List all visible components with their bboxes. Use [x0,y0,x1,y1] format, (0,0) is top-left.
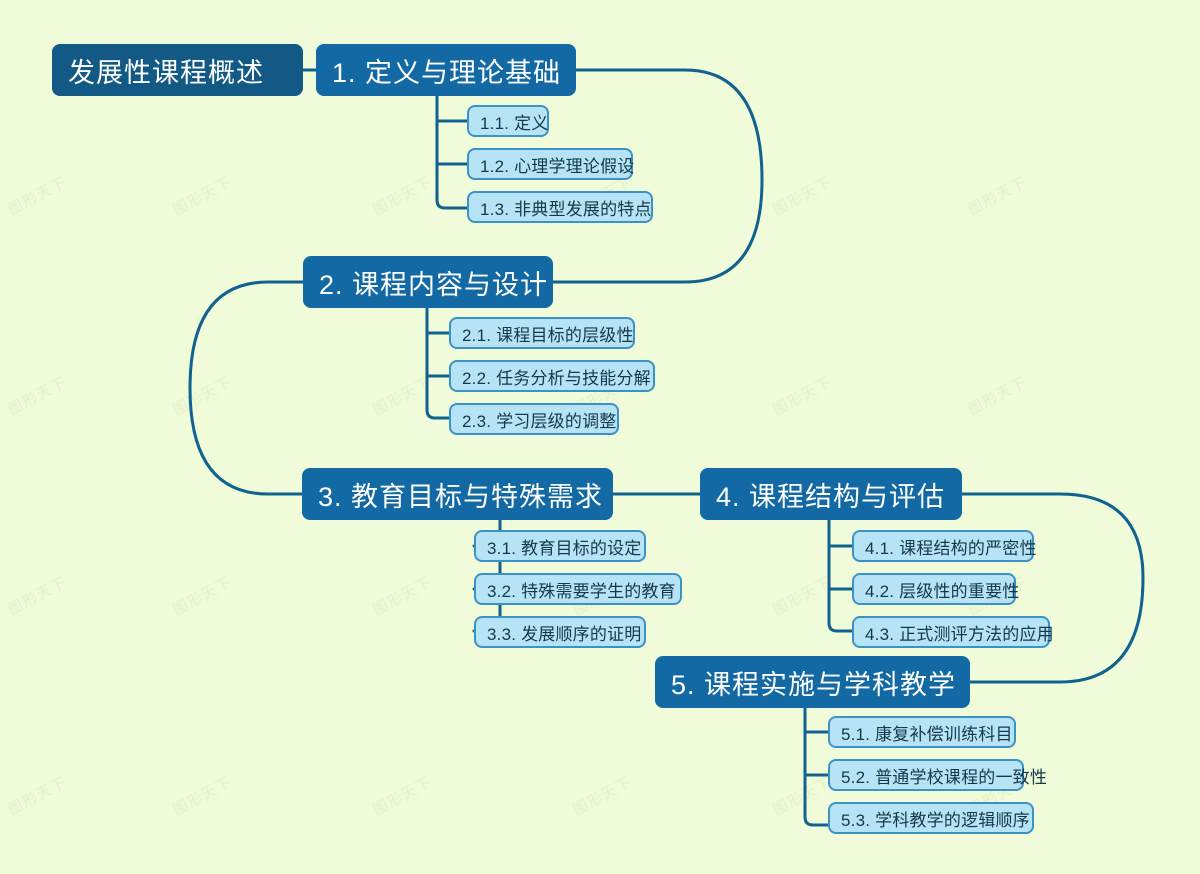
leaf-node-3-2[interactable]: 3.2. 特殊需要学生的教育 [474,573,682,605]
leaf-node-4-2[interactable]: 4.2. 层级性的重要性 [852,573,1020,605]
watermark-text: 图形天下 [964,372,1030,419]
leaf-node-1-1-label: 1.1. 定义 [480,113,549,133]
branch-node-4[interactable]: 4. 课程结构与评估 [700,468,962,520]
watermark-text: 图形天下 [169,572,235,619]
leaf-node-4-1[interactable]: 4.1. 课程结构的严密性 [852,530,1037,562]
leaf-node-1-2[interactable]: 1.2. 心理学理论假设 [467,148,635,180]
connector-2-to-3 [188,280,305,496]
leaf-node-4-3-label: 4.3. 正式测评方法的应用 [865,624,1054,644]
watermark-text: 图形天下 [769,372,835,419]
branch-node-5[interactable]: 5. 课程实施与学科教学 [655,656,970,708]
leaf-node-5-3-label: 5.3. 学科教学的逻辑顺序 [841,810,1030,830]
branch-node-1-label: 1. 定义与理论基础 [332,57,562,88]
leaf-node-2-1-label: 2.1. 课程目标的层级性 [462,325,634,345]
leaf-node-3-2-label: 3.2. 特殊需要学生的教育 [487,581,676,601]
connector-2-children-trunk [425,302,451,420]
leaf-node-5-1-label: 5.1. 康复补偿训练科目 [841,724,1013,744]
leaf-node-1-3[interactable]: 1.3. 非典型发展的特点 [467,191,653,223]
leaf-node-3-1[interactable]: 3.1. 教育目标的设定 [474,530,646,562]
branch-node-5-label: 5. 课程实施与学科教学 [671,669,957,700]
watermark-text: 图形天下 [369,772,435,819]
leaf-node-4-1-label: 4.1. 课程结构的严密性 [865,538,1037,558]
leaf-node-3-3[interactable]: 3.3. 发展顺序的证明 [474,616,646,648]
leaf-node-1-2-label: 1.2. 心理学理论假设 [480,156,635,176]
leaf-node-3-1-label: 3.1. 教育目标的设定 [487,538,642,558]
watermark-text: 图形天下 [4,772,70,819]
leaf-node-1-1[interactable]: 1.1. 定义 [467,105,549,137]
watermark-text: 图形天下 [369,572,435,619]
leaf-node-2-1[interactable]: 2.1. 课程目标的层级性 [449,317,635,349]
leaf-node-5-2[interactable]: 5.2. 普通学校课程的一致性 [828,759,1047,791]
leaf-node-5-1[interactable]: 5.1. 康复补偿训练科目 [828,716,1016,748]
leaf-node-2-3[interactable]: 2.3. 学习层级的调整 [449,403,619,435]
watermark-text: 图形天下 [4,572,70,619]
leaf-node-5-2-label: 5.2. 普通学校课程的一致性 [841,767,1048,787]
branch-node-3[interactable]: 3. 教育目标与特殊需求 [302,468,613,520]
leaf-node-3-3-label: 3.3. 发展顺序的证明 [487,624,642,644]
leaf-node-4-3[interactable]: 4.3. 正式测评方法的应用 [852,616,1054,648]
connector-4-children-trunk [827,514,854,633]
watermark-text: 图形天下 [169,372,235,419]
leaf-node-4-2-label: 4.2. 层级性的重要性 [865,581,1020,601]
watermark-text: 图形天下 [169,172,235,219]
watermark-text: 图形天下 [964,172,1030,219]
watermark-text: 图形天下 [169,772,235,819]
branch-node-4-label: 4. 课程结构与评估 [716,481,946,512]
leaf-node-5-3[interactable]: 5.3. 学科教学的逻辑顺序 [828,802,1034,834]
root-node-label: 发展性课程概述 [68,57,264,88]
branch-node-1[interactable]: 1. 定义与理论基础 [316,44,576,96]
watermark-text: 图形天下 [769,572,835,619]
connector-1-children-trunk [435,90,469,210]
leaf-node-1-3-label: 1.3. 非典型发展的特点 [480,199,652,219]
watermark-text: 图形天下 [369,372,435,419]
connector-5-children-trunk [803,702,830,827]
watermark-text: 图形天下 [369,172,435,219]
watermark-text: 图形天下 [769,172,835,219]
leaf-node-2-2[interactable]: 2.2. 任务分析与技能分解 [449,360,655,392]
leaf-node-2-3-label: 2.3. 学习层级的调整 [462,411,617,431]
branch-node-3-label: 3. 教育目标与特殊需求 [318,481,604,512]
branch-node-2-label: 2. 课程内容与设计 [319,269,549,300]
root-node[interactable]: 发展性课程概述 [52,44,303,96]
watermark-text: 图形天下 [769,772,835,819]
watermark-text: 图形天下 [4,372,70,419]
branch-node-2[interactable]: 2. 课程内容与设计 [303,256,553,308]
watermark-text: 图形天下 [4,172,70,219]
leaf-node-2-2-label: 2.2. 任务分析与技能分解 [462,368,651,388]
watermark-text: 图形天下 [569,772,635,819]
